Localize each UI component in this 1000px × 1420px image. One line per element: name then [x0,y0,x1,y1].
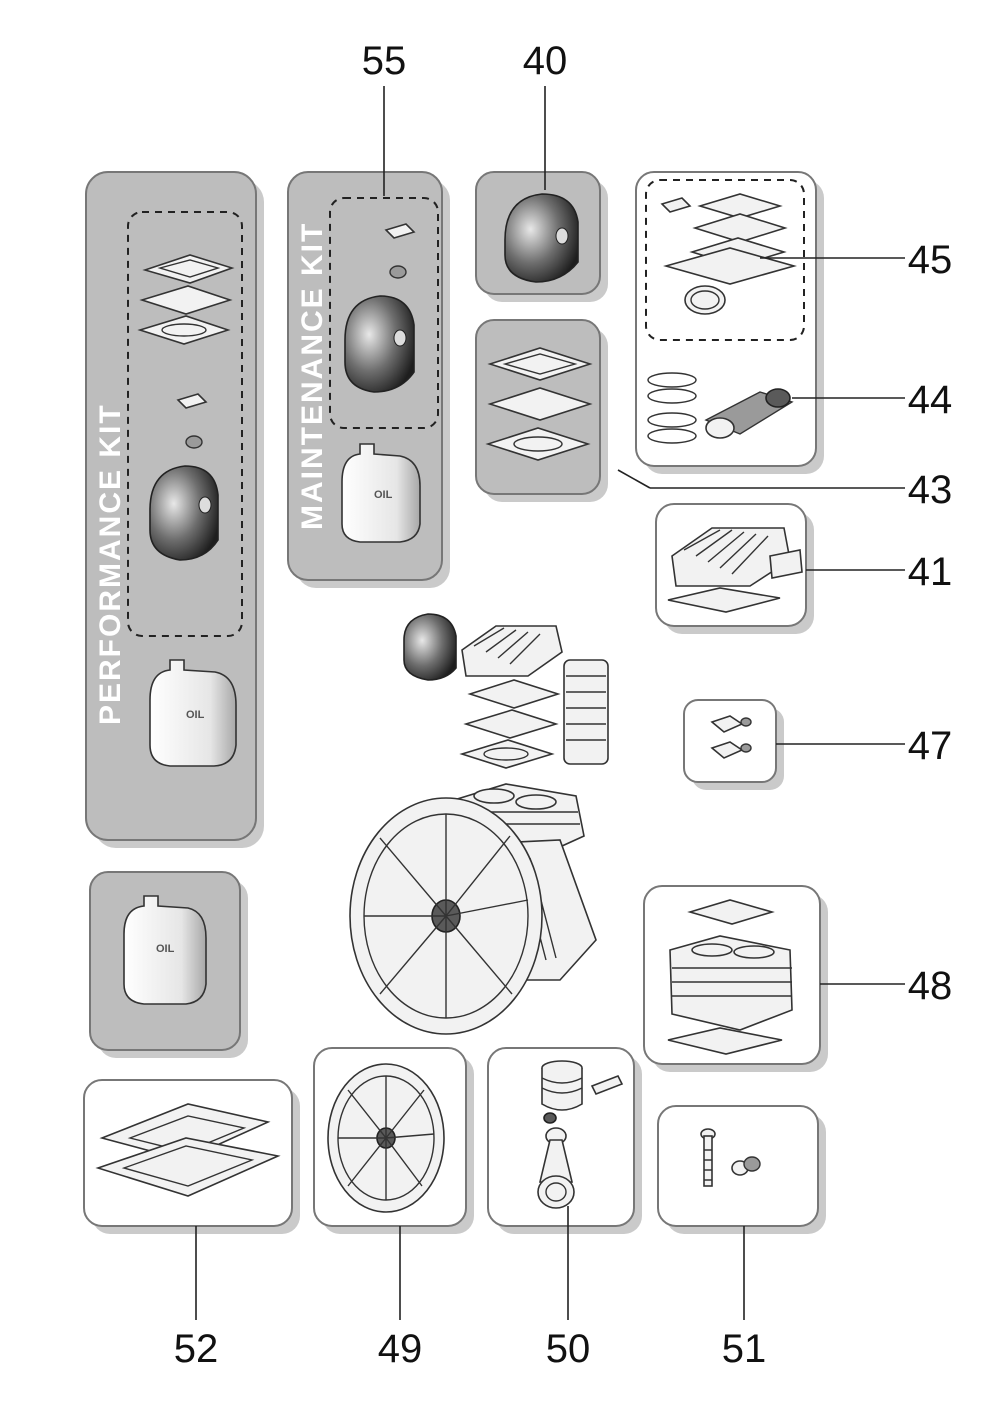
air-filter-icon [149,465,219,561]
air-filter-icon [403,613,457,681]
air-filter-icon [344,295,415,393]
oil-bottle-icon: OIL [123,895,207,1005]
gasket-set-icon [660,193,797,315]
part-41-panel [655,503,814,634]
filter-gasket-icon [384,223,416,279]
piston-icon [541,1060,624,1124]
maintenance-kit-label: MAINTENANCE KIT [296,222,329,530]
compressor-pump-assembly [349,613,609,1035]
part-45-44-panel [635,171,824,474]
callout-52: 52 [174,1327,219,1371]
oil-bottle-icon: OIL [341,443,421,543]
part-47-panel [683,699,784,790]
callout-48: 48 [908,964,953,1008]
part-43-panel [475,319,608,502]
cylinder-head-icon [667,527,803,613]
part-40-panel [475,171,608,302]
performance-kit-label: PERFORMANCE KIT [94,403,127,725]
maintenance-kit-panel: OIL MAINTENANCE KIT [287,171,450,588]
gasket-icon [459,679,561,769]
valve-icon [710,715,752,759]
flywheel-icon [349,797,543,1035]
performance-kit-panel: OIL PERFORMANCE KIT [85,171,264,848]
oil-bottle-label: OIL [374,489,393,501]
oil-bottle-label: OIL [156,943,175,955]
nut-icon [731,1156,761,1176]
callout-41: 41 [908,550,953,594]
callout-55: 55 [362,39,407,83]
callout-45: 45 [908,238,953,282]
valve-plate-gasket-icon [137,254,235,345]
part-51-panel [657,1105,826,1234]
callout-40: 40 [523,39,568,83]
flywheel-icon [327,1063,445,1213]
piston-ring-icon [647,372,697,444]
callout-44: 44 [908,378,953,422]
oil-bottle-label: OIL [186,709,205,721]
callout-49: 49 [378,1327,423,1371]
intercooler-icon [563,659,609,765]
callout-50: 50 [546,1327,591,1371]
cylinder-icon [667,899,793,1055]
oil-bottle-icon: OIL [149,659,237,767]
leader-43a [617,469,651,489]
part-52-panel [83,1079,300,1234]
bolt-icon [700,1128,716,1187]
callout-47: 47 [908,724,953,768]
part-49-panel [313,1047,474,1234]
filter-gasket-icon [176,393,208,449]
part-48-panel [643,885,828,1072]
connecting-rod-icon [537,1127,575,1209]
base-gasket-icon [95,1103,281,1197]
callout-51: 51 [722,1327,767,1371]
air-filter-icon [504,193,579,283]
cylinder-head-icon [461,625,563,677]
piston-icon [704,388,794,439]
gasket-icon [485,347,593,461]
part-50-panel [487,1047,642,1234]
callout-43: 43 [908,468,953,512]
oil-panel: OIL [89,871,248,1058]
